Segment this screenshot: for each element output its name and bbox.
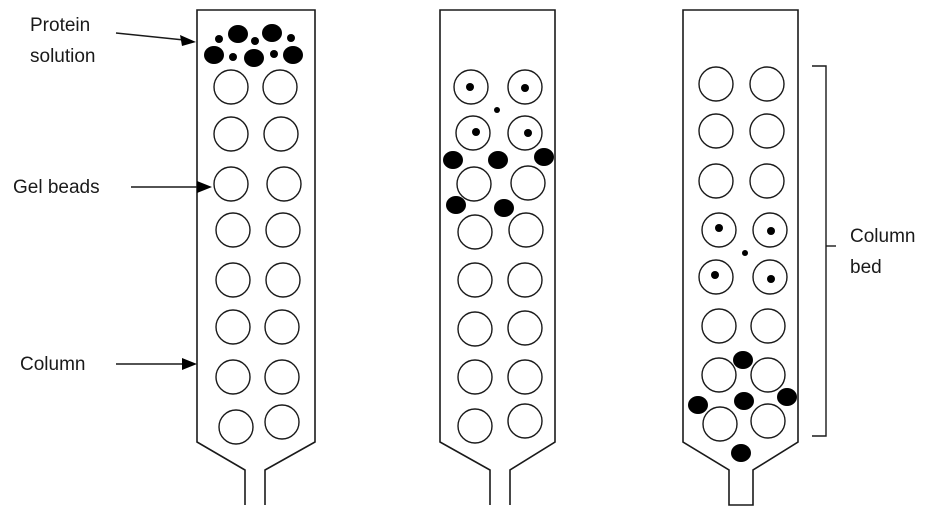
gel-bead [263,70,297,104]
gel-bead [214,167,248,201]
gel-bead [750,114,784,148]
label-column: Column [20,354,197,375]
protein-molecule [283,46,303,64]
gel-bead [264,117,298,151]
gel-bead [699,164,733,198]
arrowhead-protein-solution [180,35,196,46]
gel-bead [751,358,785,392]
gel-bead [699,114,733,148]
protein-molecule [287,34,295,42]
gel-bead [511,166,545,200]
label-protein-solution-line2: solution [30,46,96,67]
gel-bead [508,404,542,438]
gel-bead [508,311,542,345]
gel-bead [750,67,784,101]
label-gel-beads-text: Gel beads [13,177,100,198]
gel-bead [265,360,299,394]
label-protein-solution-line1: Protein [30,15,90,36]
protein-molecule [270,50,278,58]
label-gel-beads: Gel beads [13,177,212,198]
arrow-protein-solution [116,33,184,40]
label-column-bed: Column bed [850,226,915,278]
gel-bead [216,360,250,394]
gel-bead [266,263,300,297]
small-protein [524,129,532,137]
gel-bead [219,410,253,444]
small-protein [494,107,500,113]
bracket-line [812,66,826,436]
label-column-bed-line1: Column [850,226,915,247]
gel-bead [702,309,736,343]
gel-bead [703,407,737,441]
protein-molecule [204,46,224,64]
gel-bead [214,70,248,104]
gel-bead [750,164,784,198]
gel-bead [508,360,542,394]
small-protein [715,224,723,232]
label-column-text: Column [20,354,85,375]
column-1-protein-solution [204,24,303,67]
protein-molecule [229,53,237,61]
gel-bead [265,405,299,439]
large-protein [534,148,554,166]
gel-bead [457,167,491,201]
gel-bead [216,213,250,247]
small-protein [711,271,719,279]
large-protein [688,396,708,414]
gel-bead [751,404,785,438]
arrowhead-column [182,358,197,370]
small-protein [767,227,775,235]
gel-bead [216,310,250,344]
protein-molecule [215,35,223,43]
gel-bead [458,409,492,443]
gel-bead [267,167,301,201]
column-bed-bracket [812,66,836,436]
gel-bead [216,263,250,297]
large-protein [731,444,751,462]
large-protein [734,392,754,410]
protein-molecule [251,37,259,45]
protein-molecule [228,25,248,43]
gel-bead [214,117,248,151]
arrowhead-gel-beads [197,181,212,193]
large-protein [488,151,508,169]
small-protein [742,250,748,256]
gel-bead [458,263,492,297]
column-1-gel-beads [214,70,301,444]
gel-bead [699,67,733,101]
small-protein [472,128,480,136]
label-protein-solution: Protein solution [30,15,196,67]
protein-molecule [262,24,282,42]
small-protein [767,275,775,283]
gel-bead [458,360,492,394]
gel-bead [266,213,300,247]
gel-bead [458,215,492,249]
large-protein [777,388,797,406]
gel-bead [702,358,736,392]
small-protein [466,83,474,91]
gel-bead [458,312,492,346]
label-column-bed-line2: bed [850,257,882,278]
gel-bead [509,213,543,247]
protein-molecule [244,49,264,67]
large-protein [443,151,463,169]
gel-bead [751,309,785,343]
gel-bead [265,310,299,344]
large-protein [446,196,466,214]
small-protein [521,84,529,92]
large-protein [733,351,753,369]
gel-bead [508,263,542,297]
large-protein [494,199,514,217]
